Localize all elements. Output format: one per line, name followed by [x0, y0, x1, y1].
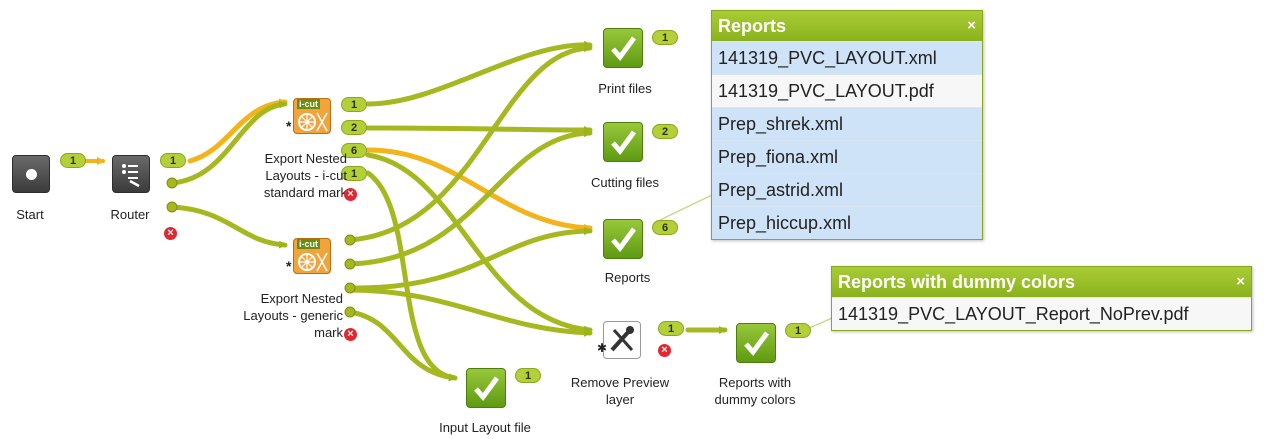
export-icut-node[interactable]: i-cut	[293, 98, 331, 134]
remove-preview-node[interactable]	[603, 321, 641, 359]
reports-popup-item[interactable]: Prep_hiccup.xml	[712, 206, 982, 239]
dummy-popup-title: Reports with dummy colors	[838, 272, 1076, 292]
reports-popup-title: Reports	[718, 16, 787, 36]
export2-output-dot[interactable]	[344, 234, 356, 246]
export1-label-line-1: Export Nested	[264, 151, 347, 166]
reports-popup-item[interactable]: Prep_shrek.xml	[712, 107, 982, 140]
wrench-screwdriver-icon	[610, 326, 634, 352]
reports-label: Reports	[604, 270, 651, 285]
checkmark-icon	[611, 36, 637, 61]
cutting-files-label: Cutting files	[591, 175, 659, 190]
connection-export2-cutting[interactable]	[347, 129, 593, 267]
export2-label-line-3: mark	[314, 325, 343, 340]
checkmark-icon	[611, 227, 637, 252]
reports-dummy-node[interactable]	[736, 323, 776, 363]
router-output-badge[interactable]: 1	[160, 153, 186, 168]
print-files-badge[interactable]: 1	[652, 30, 678, 45]
reports-dummy-label-line-2: dummy colors	[714, 392, 796, 407]
router-error-icon[interactable]: ×	[164, 227, 177, 240]
start-node[interactable]	[12, 155, 50, 193]
remove-preview-output-badge[interactable]: 1	[658, 321, 684, 336]
start-icon	[26, 169, 37, 180]
reports-dummy-label: Reports with dummy colors	[700, 374, 810, 408]
reports-popup: Reports × 141319_PVC_LAYOUT.xml 141319_P…	[711, 10, 983, 240]
asterisk-icon: *	[286, 258, 292, 274]
export1-output-badge-4[interactable]: 1	[341, 166, 367, 181]
close-icon[interactable]: ×	[1236, 273, 1245, 290]
connection-export2-remove[interactable]	[347, 287, 593, 337]
reports-popup-item[interactable]: Prep_astrid.xml	[712, 173, 982, 206]
connection-router-export1[interactable]	[169, 100, 288, 186]
reports-dummy-badge[interactable]: 1	[785, 323, 811, 338]
reports-popup-item[interactable]: 141319_PVC_LAYOUT.xml	[712, 41, 982, 74]
router-label: Router	[110, 207, 150, 222]
export1-error-icon[interactable]: ×	[344, 188, 357, 201]
checkmark-icon	[474, 376, 500, 401]
asterisk-icon: *	[286, 118, 292, 134]
icut-tag: i-cut	[297, 239, 320, 249]
connection-export1-cutting[interactable]	[365, 125, 593, 134]
checkmark-icon	[744, 331, 770, 356]
export-generic-node[interactable]: i-cut	[293, 238, 331, 274]
export2-label: Export Nested Layouts - generic mark	[200, 290, 343, 341]
input-layout-node[interactable]	[466, 368, 506, 408]
router-output-dot[interactable]	[166, 201, 178, 213]
connection-export1-print[interactable]	[365, 40, 593, 107]
connection-export1-remove[interactable]	[365, 152, 593, 334]
checkmark-icon	[611, 130, 637, 155]
print-files-label: Print files	[598, 81, 652, 96]
start-label: Start	[16, 207, 44, 222]
popup-pointer-reports	[659, 194, 713, 221]
remove-preview-label-line-1: Remove Preview	[570, 375, 670, 390]
dummy-popup: Reports with dummy colors × 141319_PVC_L…	[831, 266, 1252, 331]
input-layout-badge[interactable]: 1	[515, 368, 541, 383]
start-output-badge[interactable]: 1	[60, 153, 86, 168]
connection-router-export2[interactable]	[169, 204, 288, 249]
router-node[interactable]	[112, 155, 150, 193]
remove-preview-error-icon[interactable]: ×	[658, 344, 671, 357]
cutting-files-badge[interactable]: 2	[652, 124, 678, 139]
connection-router-export1-highlight[interactable]	[187, 98, 288, 164]
export1-output-badge-1[interactable]: 1	[341, 97, 367, 112]
export1-label-line-3: standard mark	[263, 185, 347, 200]
router-output-dot[interactable]	[166, 177, 178, 189]
export2-output-dot[interactable]	[344, 306, 356, 318]
router-icon	[122, 164, 140, 188]
connection-export1-reports-highlight[interactable]	[365, 147, 593, 232]
export2-error-icon[interactable]: ×	[344, 328, 357, 341]
export1-label: Export Nested Layouts - i-cut standard m…	[225, 150, 347, 201]
nesting-icon	[298, 252, 328, 272]
export2-output-dot[interactable]	[344, 258, 356, 270]
export2-output-dot[interactable]	[344, 282, 356, 294]
dummy-popup-item[interactable]: 141319_PVC_LAYOUT_Report_NoPrev.pdf	[832, 297, 1251, 330]
reports-popup-item[interactable]: Prep_fiona.xml	[712, 140, 982, 173]
export1-label-line-2: Layouts - i-cut	[265, 168, 347, 183]
remove-preview-label: Remove Preview layer	[560, 374, 680, 408]
remove-preview-label-line-2: layer	[605, 392, 635, 407]
connection-export2-print[interactable]	[347, 44, 593, 243]
reports-node[interactable]	[603, 219, 643, 259]
print-files-node[interactable]	[603, 28, 643, 68]
reports-badge[interactable]: 6	[652, 220, 678, 235]
connection-export2-input[interactable]	[347, 309, 458, 382]
icut-tag: i-cut	[297, 99, 320, 109]
close-icon[interactable]: ×	[967, 17, 976, 34]
gear-icon: ✱	[597, 341, 608, 355]
export1-output-badge-2[interactable]: 2	[341, 120, 367, 135]
dummy-popup-header: Reports with dummy colors ×	[832, 267, 1251, 297]
reports-popup-item[interactable]: 141319_PVC_LAYOUT.pdf	[712, 74, 982, 107]
nesting-icon	[298, 112, 328, 132]
reports-dummy-label-line-1: Reports with	[718, 375, 792, 390]
export2-label-line-2: Layouts - generic	[243, 308, 343, 323]
input-layout-label: Input Layout file	[439, 420, 531, 435]
export1-output-badge-3[interactable]: 6	[341, 143, 367, 158]
cutting-files-node[interactable]	[603, 122, 643, 162]
connection-export2-reports[interactable]	[347, 227, 593, 291]
reports-popup-header: Reports ×	[712, 11, 982, 41]
export2-label-line-1: Export Nested	[260, 291, 343, 306]
